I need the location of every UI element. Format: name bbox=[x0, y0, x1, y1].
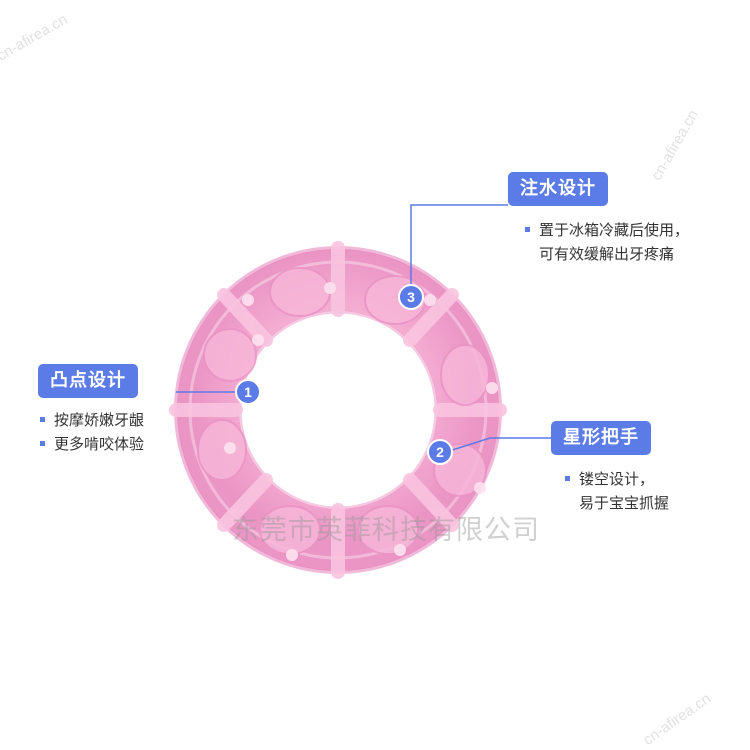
callout-2-line-2: 易于宝宝抓握 bbox=[579, 494, 670, 512]
callout-1-title: 凸点设计 bbox=[38, 364, 138, 398]
massage-bumps bbox=[224, 282, 498, 561]
callout-1-bullet-2: 更多啃咬体验 bbox=[40, 432, 144, 456]
callout-1-bullets: 按摩娇嫩牙龈 更多啃咬体验 bbox=[40, 408, 144, 456]
company-watermark: 东莞市英菲科技有限公司 bbox=[232, 515, 540, 546]
inner-lobes bbox=[197, 267, 490, 555]
marker-2-circle bbox=[427, 439, 453, 465]
callout-3-title: 注水设计 bbox=[508, 172, 608, 206]
callout-2-line-1: 镂空设计， bbox=[565, 467, 669, 491]
callout-1-bullet-1: 按摩娇嫩牙龈 bbox=[40, 408, 144, 432]
callout-2-text: 镂空设计， 易于宝宝抓握 bbox=[565, 467, 669, 515]
marker-3-number: 3 bbox=[407, 289, 415, 305]
marker-2-number: 2 bbox=[436, 444, 444, 460]
callout-markers: 1 2 3 bbox=[235, 284, 453, 465]
callout-lines bbox=[176, 204, 551, 453]
callout-3-line-1: 置于冰箱冷藏后使用， bbox=[525, 218, 689, 242]
marker-1-circle bbox=[235, 379, 261, 405]
callout-2-title: 星形把手 bbox=[551, 421, 651, 455]
callout-3-line-2: 可有效缓解出牙疼痛 bbox=[539, 245, 675, 263]
marker-1-number: 1 bbox=[244, 384, 252, 400]
marker-3-circle bbox=[398, 284, 424, 310]
callout-3-text: 置于冰箱冷藏后使用， 可有效缓解出牙疼痛 bbox=[525, 218, 689, 266]
ring-segment-bands bbox=[169, 241, 507, 579]
